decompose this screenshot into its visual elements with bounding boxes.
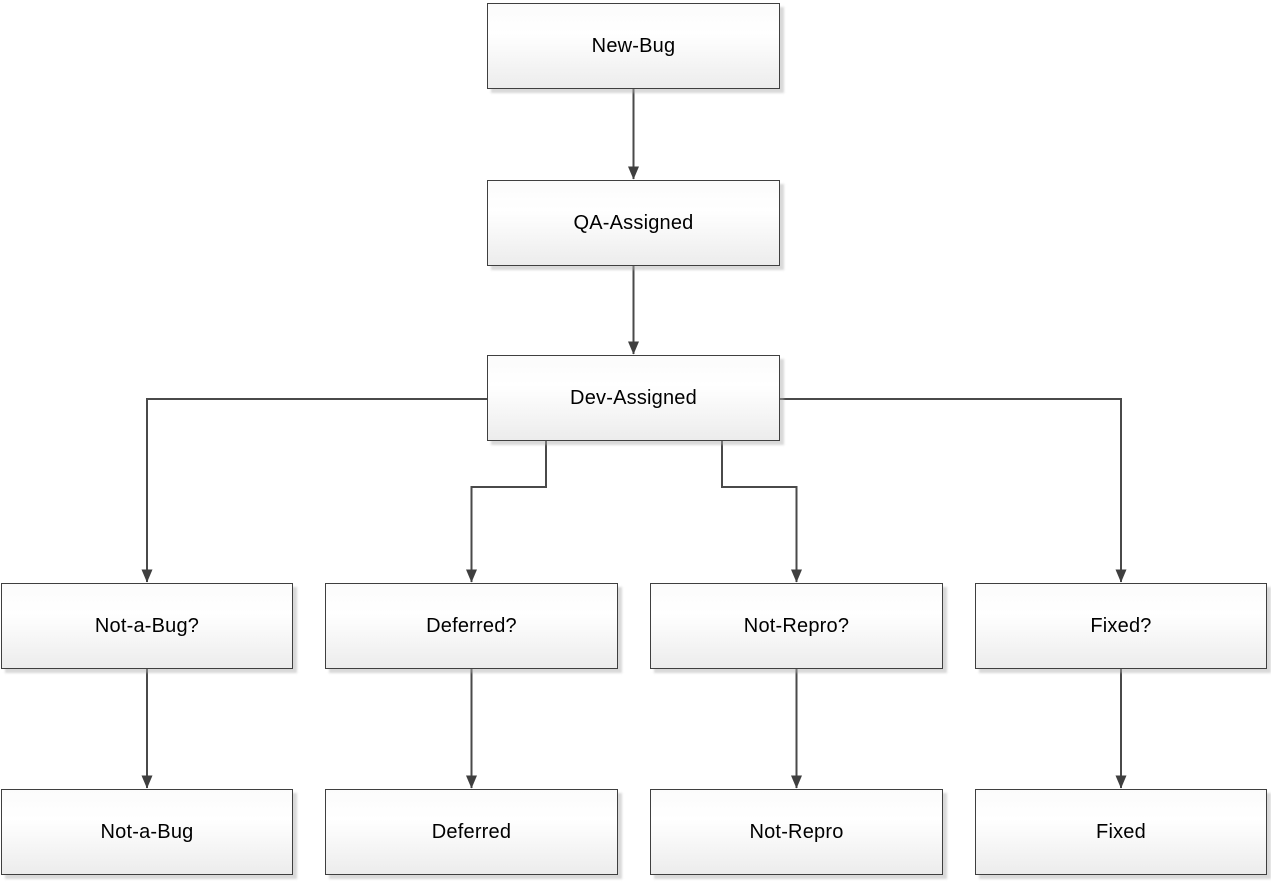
node-dev-assigned: Dev-Assigned bbox=[487, 355, 780, 441]
node-new-bug: New-Bug bbox=[487, 3, 780, 89]
node-not-repro-question: Not-Repro? bbox=[650, 583, 943, 669]
connector-dev-assigned-to-deferred-q bbox=[466, 441, 547, 583]
node-deferred-question: Deferred? bbox=[325, 583, 618, 669]
node-deferred: Deferred bbox=[325, 789, 618, 875]
node-not-a-bug: Not-a-Bug bbox=[1, 789, 293, 875]
connector-dev-assigned-to-not-repro-q bbox=[721, 441, 802, 583]
node-not-repro: Not-Repro bbox=[650, 789, 943, 875]
node-fixed: Fixed bbox=[975, 789, 1267, 875]
node-qa-assigned: QA-Assigned bbox=[487, 180, 780, 266]
node-fixed-question: Fixed? bbox=[975, 583, 1267, 669]
node-not-a-bug-question: Not-a-Bug? bbox=[1, 583, 293, 669]
connector-dev-assigned-to-not-a-bug-q bbox=[141, 398, 487, 583]
connector-dev-assigned-to-fixed-q bbox=[780, 398, 1127, 583]
